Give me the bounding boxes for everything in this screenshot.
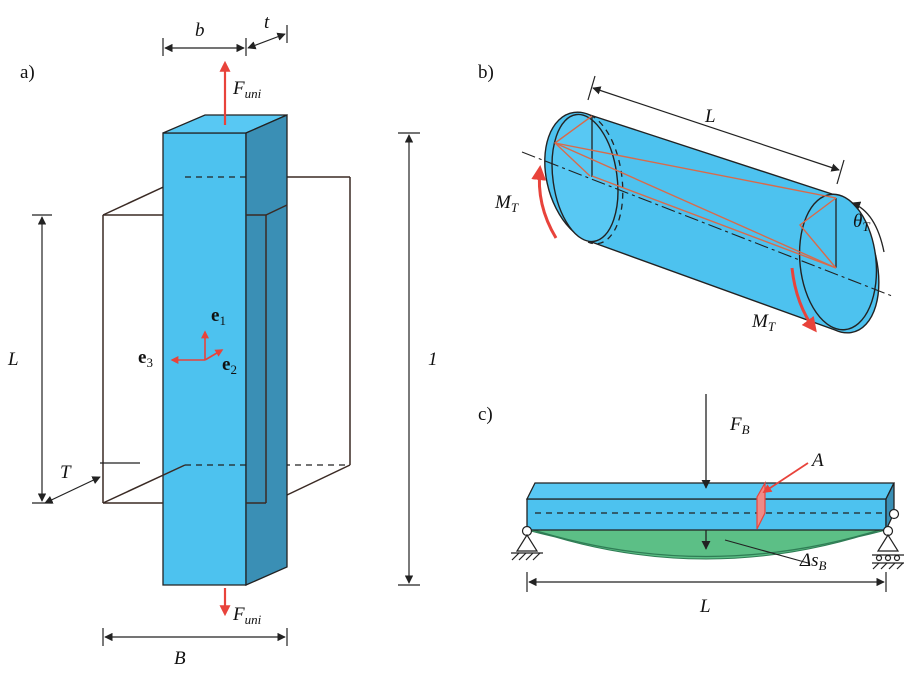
- panel-b: b) L MT MT θT: [478, 62, 893, 334]
- wire-box-front: [102, 204, 288, 504]
- dim-L: [32, 214, 52, 504]
- cylinder-left-hidden: [587, 114, 624, 245]
- cylinder-axis: [521, 151, 893, 297]
- basis-vectors: [170, 330, 224, 364]
- dim-b: [162, 38, 247, 56]
- dim-L-c: [526, 572, 887, 592]
- moment-label-right: MT: [751, 311, 776, 334]
- dim-1: [398, 132, 420, 586]
- moment-arrow-right: [790, 267, 817, 333]
- e3-label: e3: [138, 347, 153, 370]
- dim-B-label: B: [174, 648, 186, 669]
- dim-T: [44, 462, 140, 504]
- deflection-label: ΔsB: [799, 550, 827, 573]
- panel-a-tag: a): [20, 62, 35, 83]
- dim-L-b-label: L: [704, 106, 716, 127]
- force-label-top: Funi: [232, 78, 262, 101]
- angle-label: θT: [853, 211, 870, 234]
- panel-c: c) A FB ΔsB: [478, 394, 904, 617]
- e2-label: e2: [222, 354, 237, 377]
- dim-t: [247, 25, 288, 50]
- cylinder-right-end: [798, 193, 878, 331]
- area-pointer: [762, 462, 809, 493]
- deflection-pointer: [724, 539, 809, 564]
- force-label-bottom: Funi: [232, 604, 262, 627]
- cross-section-area: [756, 480, 766, 530]
- beam-top-face: [525, 482, 896, 500]
- panel-a: a): [7, 12, 438, 669]
- beam-front-face: [526, 498, 887, 531]
- moment-arrow-left: [531, 165, 558, 239]
- panel-b-tag: b): [478, 62, 494, 83]
- left-support: [511, 525, 543, 561]
- e1-label: e1: [211, 305, 226, 328]
- panel-c-tag: c): [478, 404, 493, 425]
- dim-B: [102, 628, 288, 646]
- right-support: [872, 508, 904, 570]
- dim-b-label: b: [195, 20, 205, 41]
- moment-label-left: MT: [494, 192, 519, 215]
- dim-L-label: L: [7, 349, 19, 370]
- area-label: A: [810, 450, 824, 471]
- dim-t-label: t: [264, 12, 270, 33]
- load-label: FB: [729, 414, 750, 437]
- dim-1-label: 1: [428, 349, 438, 370]
- angle-arrow: [851, 201, 885, 253]
- dim-T-label: T: [60, 462, 72, 483]
- dim-L-c-label: L: [699, 596, 711, 617]
- dim-L-b: [587, 75, 845, 185]
